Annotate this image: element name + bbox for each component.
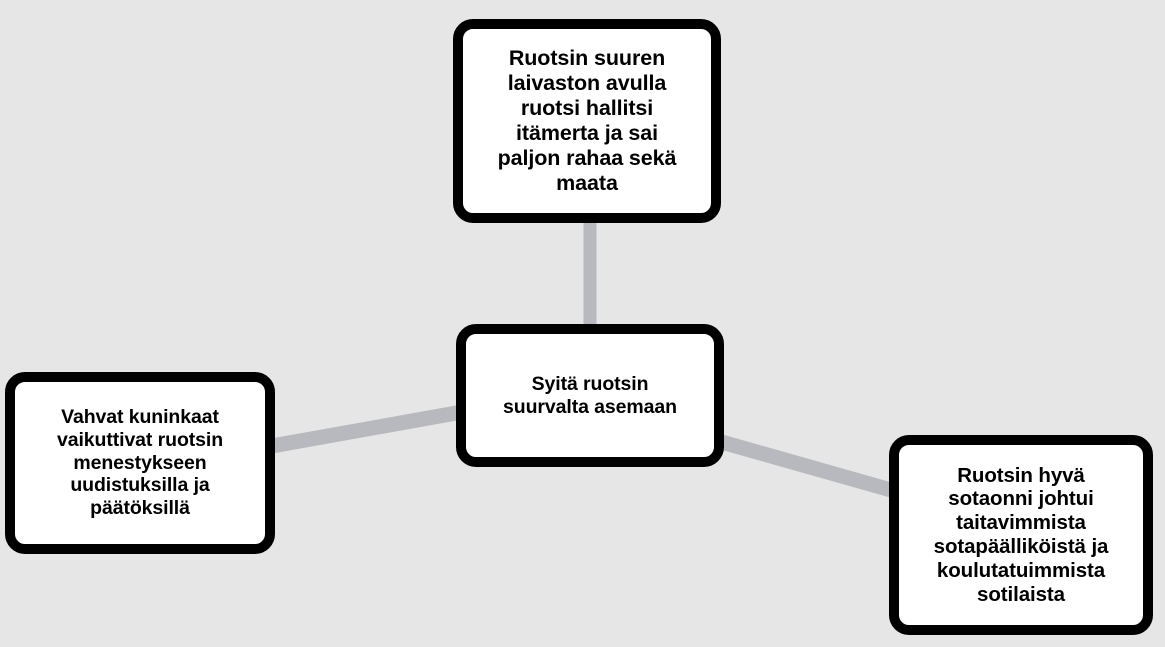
node-center-label: Syitä ruotsin suurvalta asemaan — [503, 372, 677, 418]
node-center-root[interactable]: Syitä ruotsin suurvalta asemaan — [456, 324, 724, 467]
node-right-label: Ruotsin hyvä sotaonni johtui taitavimmis… — [933, 463, 1109, 606]
connector-center-to-right — [715, 433, 901, 500]
connector-center-to-left — [270, 404, 464, 454]
node-top[interactable]: Ruotsin suuren laivaston avulla ruotsi h… — [453, 19, 721, 223]
node-top-label: Ruotsin suuren laivaston avulla ruotsi h… — [497, 46, 677, 195]
node-left-label: Vahvat kuninkaat vaikuttivat ruotsin men… — [56, 406, 224, 519]
node-right[interactable]: Ruotsin hyvä sotaonni johtui taitavimmis… — [889, 435, 1153, 635]
node-left[interactable]: Vahvat kuninkaat vaikuttivat ruotsin men… — [5, 372, 275, 554]
